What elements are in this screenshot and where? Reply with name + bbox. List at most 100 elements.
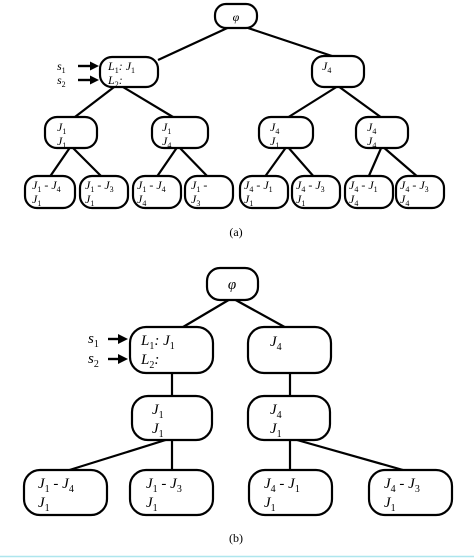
level3-box xyxy=(394,174,446,210)
root-label: φ xyxy=(233,10,240,24)
level2-line1: J4 xyxy=(367,120,376,136)
signal-s1-arrowhead xyxy=(90,61,99,71)
root-node: φ xyxy=(213,2,259,30)
edge xyxy=(263,145,288,179)
level1-right-box xyxy=(246,325,333,375)
level3-line1: J1 - xyxy=(191,178,207,194)
level3-box xyxy=(131,174,183,210)
level2-node: J4 J1 xyxy=(257,115,315,150)
level3-node: J4 - J1 J4 xyxy=(343,174,395,210)
root-node-box xyxy=(205,266,260,302)
level3-line1: J1 - J3 xyxy=(85,178,114,194)
level2-line1: J1 xyxy=(152,402,164,421)
level3-line2: J1 xyxy=(244,192,253,208)
level3-line2: J1 xyxy=(384,495,396,514)
edge xyxy=(381,145,420,179)
level3-box xyxy=(247,468,334,517)
level3-line2: J1 xyxy=(264,495,276,514)
level3-line1: J4 - J1 xyxy=(349,178,378,194)
level2-box xyxy=(257,115,315,150)
level1-left-node: L1: J1 L2: xyxy=(128,325,215,375)
level2-line2: J1 xyxy=(152,421,164,440)
level2-node: J1 J4 xyxy=(150,115,210,150)
level3-line1: J4 - J1 xyxy=(264,476,300,495)
root-node: φ xyxy=(205,266,260,302)
level3-line2: J4 xyxy=(400,192,409,208)
level2-box xyxy=(130,394,214,442)
level3-line1: J1 - J4 xyxy=(32,178,61,194)
level3-node: J1 - J4 J4 xyxy=(131,174,183,210)
level3-box xyxy=(183,174,235,210)
level2-node: J4 J4 xyxy=(354,115,410,150)
level3-line1: J1 - J4 xyxy=(137,178,166,194)
level1-left-box xyxy=(98,55,160,89)
level3-line2: J1 xyxy=(146,495,158,514)
level3-line1: J1 - J4 xyxy=(38,476,74,495)
level2-line2: J1 xyxy=(57,134,66,150)
level3-node: J1 - J3 xyxy=(183,174,235,210)
level3-line1: J4 - J3 xyxy=(400,178,429,194)
level3-box xyxy=(78,174,130,210)
caption-a: (a) xyxy=(229,225,242,239)
edge xyxy=(366,145,384,179)
level2-line2: J1 xyxy=(270,421,282,440)
signal-s1-label: s1 xyxy=(88,331,99,350)
edge xyxy=(117,83,179,121)
edge xyxy=(62,436,173,474)
level1-right-box xyxy=(310,54,366,89)
edge xyxy=(337,85,383,119)
level2-line1: J1 xyxy=(57,120,66,136)
level3-line2: J3 xyxy=(191,192,200,208)
level3-node: J1 - J3 J1 xyxy=(78,174,130,210)
level2-box xyxy=(43,115,99,150)
level2-box xyxy=(246,394,332,442)
level3-box xyxy=(238,174,290,210)
signal-s1-arrowhead xyxy=(118,334,128,344)
root-label: φ xyxy=(228,277,236,293)
level3-line1: J4 - J1 xyxy=(244,178,273,194)
level3-line2: J1 xyxy=(38,495,50,514)
edge xyxy=(231,297,291,331)
level2-node: J1 J1 xyxy=(130,394,214,442)
level2-line2: J4 xyxy=(162,134,171,150)
diagram-b: φ L1: J1 L2: J4 s1 s2 J1 J1 J4 J1 xyxy=(22,266,454,545)
level3-node: J1 - J4 J1 xyxy=(23,174,77,210)
caption-b: (b) xyxy=(229,531,243,545)
edge xyxy=(235,22,339,60)
level3-box xyxy=(23,174,77,210)
level3-box xyxy=(367,468,454,517)
level1-left-node: L1: J1 L2: xyxy=(98,55,160,89)
level2-line2: J4 xyxy=(367,134,376,150)
level1-left-line1: L1: J1 xyxy=(140,333,175,352)
level3-line2: J1 xyxy=(85,192,94,208)
signal-s2-arrowhead xyxy=(90,75,99,85)
edge xyxy=(177,297,233,331)
edge xyxy=(177,145,210,179)
level2-line2: J1 xyxy=(270,134,279,150)
level1-right-line1: J4 xyxy=(270,334,282,353)
level3-node: J4 - J3 J1 xyxy=(367,468,454,517)
level3-line2: J4 xyxy=(137,192,146,208)
level3-node: J4 - J1 J1 xyxy=(238,174,290,210)
level1-left-line2: L2: xyxy=(140,352,159,371)
edge xyxy=(48,145,72,179)
level3-box xyxy=(343,174,395,210)
level2-line1: J4 xyxy=(270,402,282,421)
edge xyxy=(286,145,316,179)
level3-node: J1 - J4 J1 xyxy=(22,468,109,517)
level3-box xyxy=(290,174,342,210)
level1-right-node: J4 xyxy=(246,325,333,375)
level1-right-node: J4 xyxy=(310,54,366,89)
level2-line1: J1 xyxy=(162,120,171,136)
level3-node: J4 - J1 J1 xyxy=(247,468,334,517)
level2-box xyxy=(150,115,210,150)
edge xyxy=(70,83,119,121)
level3-node: J1 - J3 J1 xyxy=(128,468,215,517)
edge xyxy=(157,23,237,61)
level2-box xyxy=(354,115,410,150)
level3-node: J4 - J3 J4 xyxy=(394,174,446,210)
level2-line1: J4 xyxy=(270,120,279,136)
edge xyxy=(70,145,104,179)
